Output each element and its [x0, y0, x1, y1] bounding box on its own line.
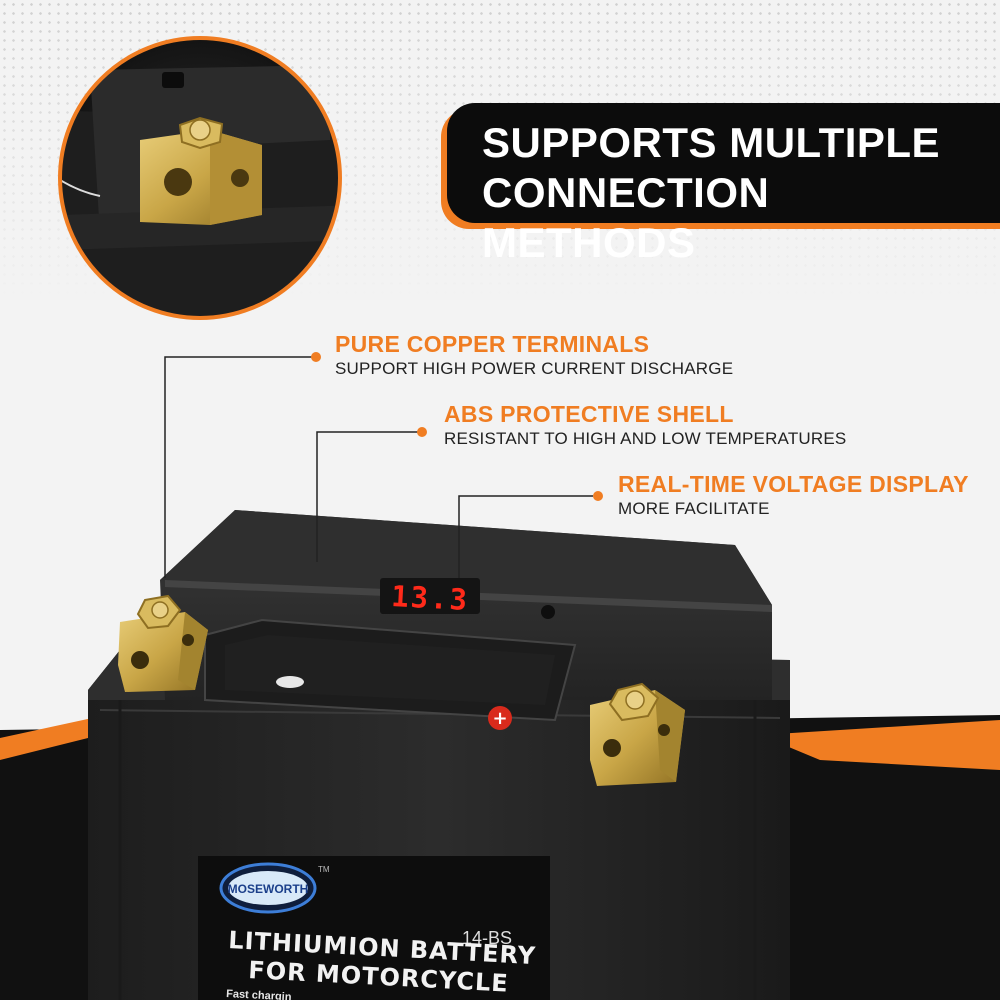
callout-title: PURE COPPER TERMINALS [335, 331, 650, 357]
left-copper-terminal [118, 594, 208, 692]
positive-marker [488, 706, 512, 730]
callout-abs-shell: ABS PROTECTIVE SHELL RESISTANT TO HIGH A… [444, 400, 846, 450]
callout-title: REAL-TIME VOLTAGE DISPLAY [618, 471, 969, 497]
right-copper-terminal [590, 682, 685, 786]
headline-banner [447, 103, 1000, 223]
plus-icon: + [492, 708, 507, 729]
voltage-readout: 13.3 [390, 579, 470, 617]
callout-subtitle: MORE FACILITATE [618, 499, 770, 518]
headline: SUPPORTS MULTIPLE CONNECTION METHODS [482, 118, 992, 268]
feature-fragment-1: Fast chargin [226, 988, 292, 1000]
callout-title: ABS PROTECTIVE SHELL [444, 401, 734, 427]
terminal-zoom-circle [58, 36, 342, 320]
callout-subtitle: RESISTANT TO HIGH AND LOW TEMPERATURES [444, 429, 847, 448]
callout-voltage-display: REAL-TIME VOLTAGE DISPLAY MORE FACILITAT… [618, 470, 969, 520]
brand-name: MOSEWORTH [228, 882, 309, 896]
headline-line-1: SUPPORTS MULTIPLE [482, 119, 941, 166]
vent-hole [276, 676, 304, 688]
headline-line-2: CONNECTION METHODS [482, 169, 770, 266]
brand-logo-inner [228, 871, 308, 905]
callout-connectors [164, 352, 603, 578]
callout-copper-terminals: PURE COPPER TERMINALS SUPPORT HIGH POWER… [335, 330, 733, 380]
callout-subtitle: SUPPORT HIGH POWER CURRENT DISCHARGE [335, 359, 734, 378]
model-number: 14-BS [462, 928, 512, 948]
trademark: TM [318, 865, 330, 874]
